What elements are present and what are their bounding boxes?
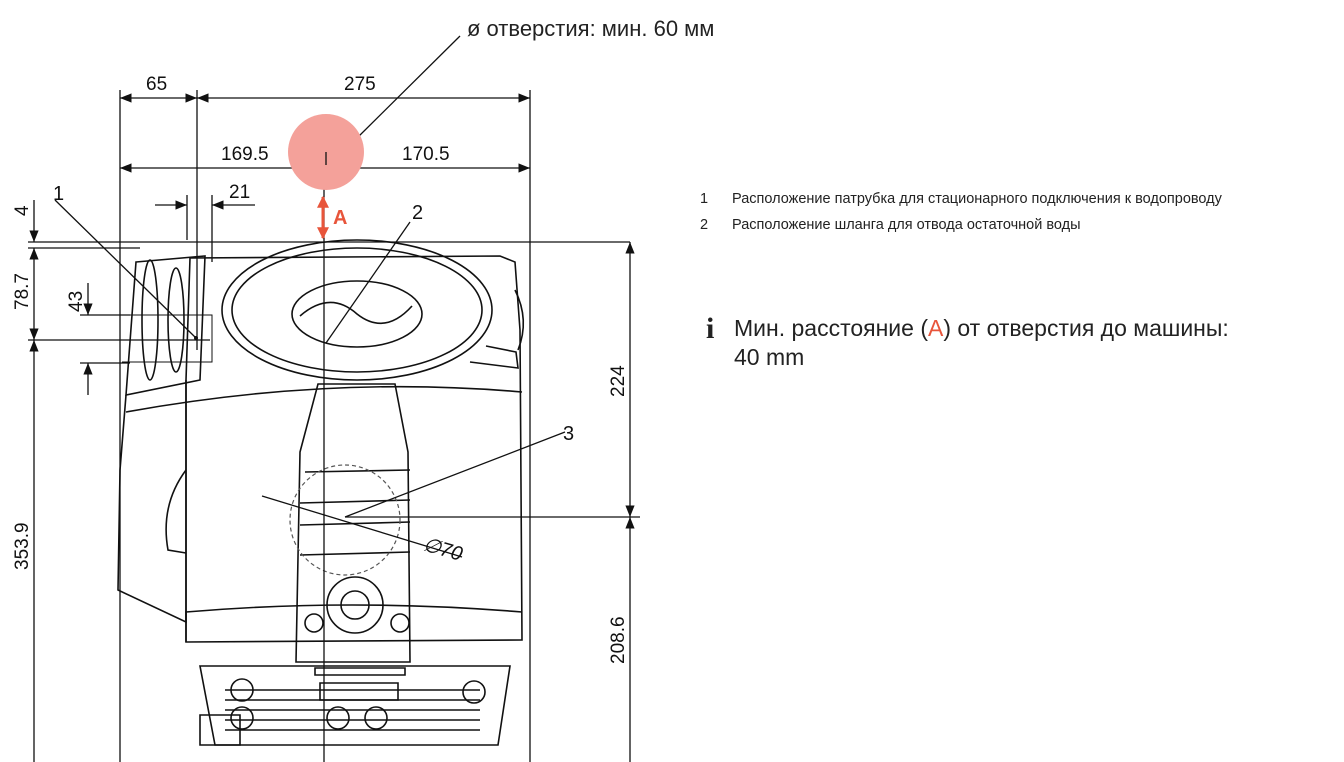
dim-170-5: 170.5 <box>402 144 450 165</box>
reference-circle-70 <box>289 464 401 576</box>
machine-outline <box>117 239 525 746</box>
note-marker: A <box>927 315 944 341</box>
distance-a-label: A <box>333 207 347 229</box>
info-note-text: Мин. расстояние (A) от отверстия до маши… <box>734 314 1229 372</box>
dim-78-7: 78.7 <box>12 273 33 310</box>
info-note: i Мин. расстояние (A) от отверстия до ма… <box>706 314 1326 372</box>
info-icon: i <box>706 312 715 345</box>
dim-43: 43 <box>66 291 87 312</box>
legend-number: 2 <box>700 216 709 233</box>
dim-224: 224 <box>608 365 629 397</box>
legend-item: 1 Расположение патрубка для стационарног… <box>700 190 1330 210</box>
legend: 1 Расположение патрубка для стационарног… <box>700 190 1330 241</box>
note-prefix: Мин. расстояние ( <box>734 315 928 341</box>
note-value: 40 mm <box>734 343 805 370</box>
callout-1: 1 <box>53 183 64 205</box>
callout-2: 2 <box>412 202 423 224</box>
legend-text: Расположение патрубка для стационарного … <box>732 191 1222 207</box>
legend-text: Расположение шланга для отвода остаточно… <box>732 216 1081 233</box>
dim-65: 65 <box>146 74 167 95</box>
dim-4: 4 <box>12 205 33 216</box>
hole-diameter-label: ø отверстия: мин. 60 мм <box>467 16 714 41</box>
dimension-lines <box>28 35 640 762</box>
dim-275: 275 <box>344 74 376 95</box>
note-suffix: ) от отверстия до машины: <box>943 315 1229 341</box>
dim-phi-70: ∅70 <box>421 534 465 566</box>
legend-number: 1 <box>700 191 709 207</box>
legend-item: 2 Расположение шланга для отвода остаточ… <box>700 216 1330 236</box>
dim-208-6: 208.6 <box>608 616 629 664</box>
dim-169-5: 169.5 <box>221 144 269 165</box>
callout-3: 3 <box>563 423 574 445</box>
dim-21: 21 <box>229 182 250 203</box>
dim-353-9: 353.9 <box>12 522 33 570</box>
